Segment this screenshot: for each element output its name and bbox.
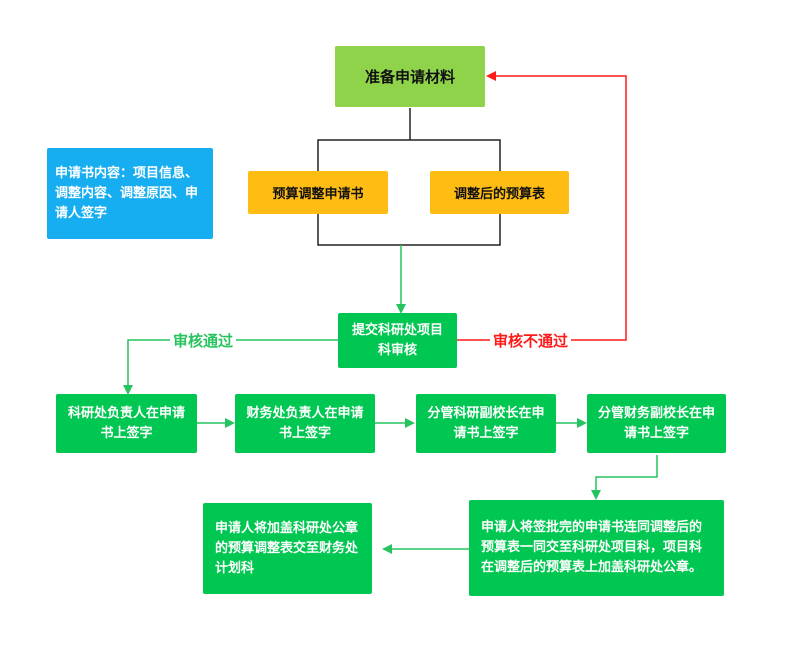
node-deliver-finance-label: 申请人将加盖科研处公章的预算调整表交至财务处计划科 bbox=[215, 520, 359, 576]
node-sign-finance-head: 财务处负责人在申请书上签字 bbox=[235, 394, 375, 453]
node-form-contents: 申请书内容：项目信息、调整内容、调整原因、申请人签字 bbox=[47, 148, 213, 239]
node-sign-research-head-label: 科研处负责人在申请书上签字 bbox=[67, 405, 185, 441]
node-adjusted-budget: 调整后的预算表 bbox=[430, 171, 569, 214]
node-sign-vp-finance: 分管财务副校长在申请书上签字 bbox=[587, 394, 726, 453]
node-sign-finance-head-label: 财务处负责人在申请书上签字 bbox=[246, 405, 364, 441]
edge-label-approved: 审核通过 bbox=[170, 330, 237, 351]
node-prepare-label: 准备申请材料 bbox=[364, 68, 455, 86]
node-form-contents-label: 申请书内容：项目信息、调整内容、调整原因、申请人签字 bbox=[55, 165, 199, 221]
node-sign-vp-finance-label: 分管财务副校长在申请书上签字 bbox=[597, 405, 715, 441]
node-adjust-form-label: 预算调整申请书 bbox=[272, 187, 364, 202]
node-sign-vp-research-label: 分管科研副校长在申请书上签字 bbox=[427, 405, 545, 441]
node-prepare: 准备申请材料 bbox=[335, 46, 485, 107]
node-sign-vp-research: 分管科研副校长在申请书上签字 bbox=[416, 394, 556, 453]
node-submit: 提交科研处项目科审核 bbox=[338, 313, 457, 368]
node-submit-label: 提交科研处项目科审核 bbox=[352, 322, 444, 358]
node-sign-research-head: 科研处负责人在申请书上签字 bbox=[56, 394, 197, 453]
node-adjust-form: 预算调整申请书 bbox=[248, 171, 388, 214]
node-submit-with-budget-label: 申请人将签批完的申请书连同调整后的预算表一同交至科研处项目科，项目科在调整后的预… bbox=[481, 520, 703, 575]
node-submit-with-budget: 申请人将签批完的申请书连同调整后的预算表一同交至科研处项目科，项目科在调整后的预… bbox=[469, 500, 724, 596]
node-deliver-finance: 申请人将加盖科研处公章的预算调整表交至财务处计划科 bbox=[203, 503, 372, 594]
node-adjusted-budget-label: 调整后的预算表 bbox=[453, 187, 545, 202]
edge-label-rejected: 审核不通过 bbox=[490, 330, 572, 351]
